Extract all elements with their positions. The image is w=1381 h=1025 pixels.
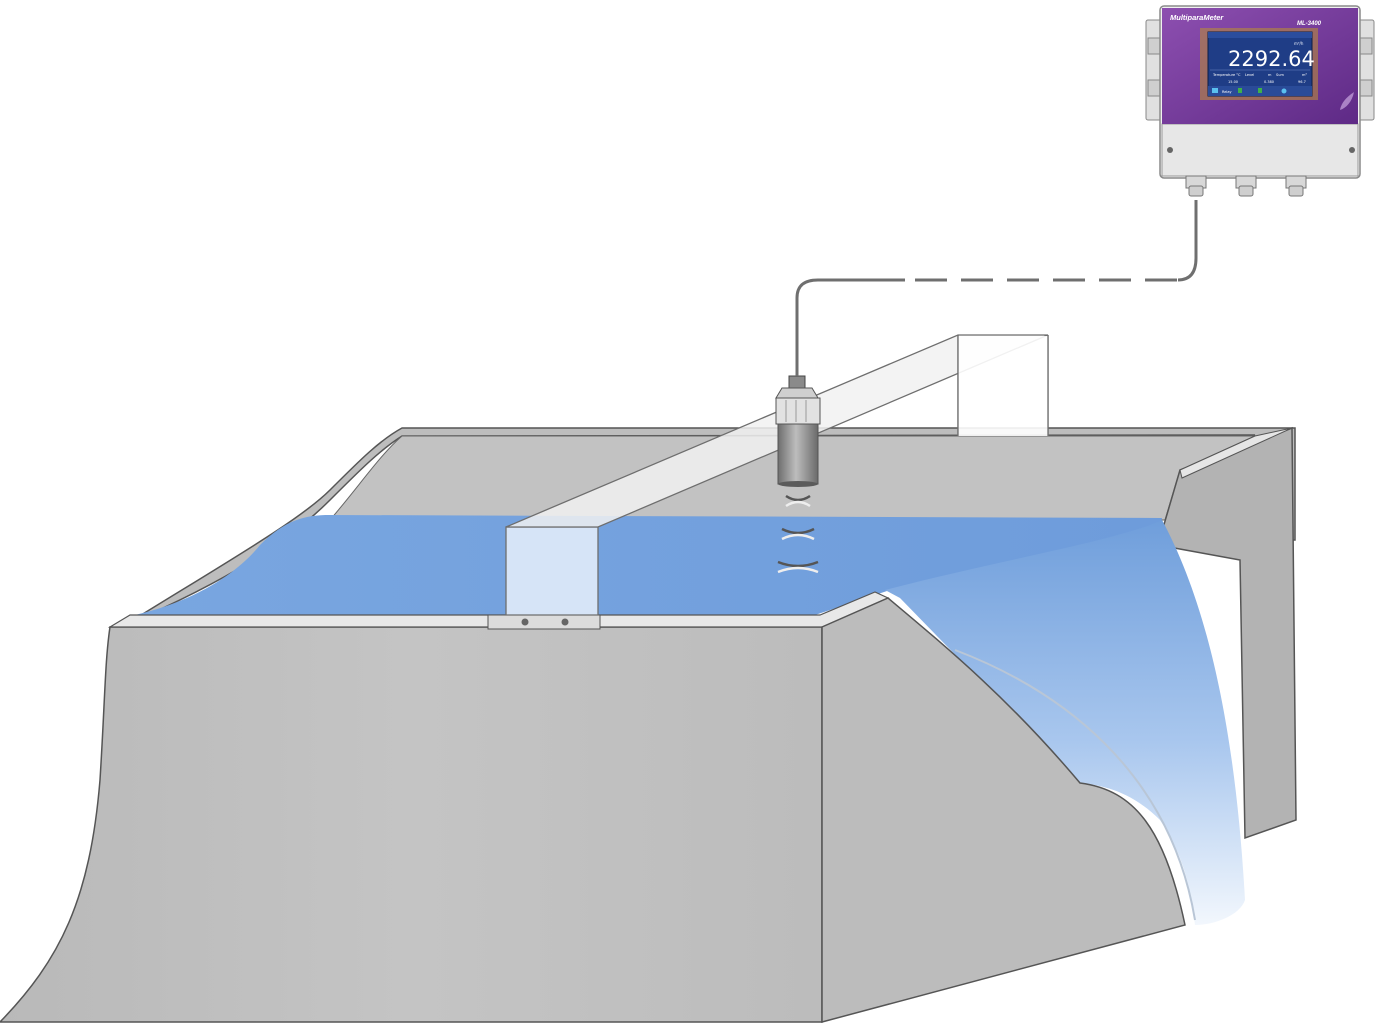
weir-front-face <box>0 626 823 1023</box>
screen-value-level: 0.380 <box>1264 80 1274 84</box>
sensor-nut <box>775 397 821 425</box>
signal-wave-arc <box>785 500 811 508</box>
bridge-right-leg-fill <box>958 336 1048 436</box>
meter-reading-unit: m³/h <box>1294 41 1304 46</box>
signal-cable <box>795 200 1198 376</box>
channel-right-rim-top <box>1179 427 1293 479</box>
signal-wave-arc <box>777 566 819 574</box>
screen-relay-label: Relay <box>1222 90 1232 94</box>
bolt <box>561 618 569 626</box>
ultrasonic-sensor <box>775 375 821 487</box>
water-nappe <box>885 520 1245 925</box>
cable-solid-segment <box>795 278 905 376</box>
signal-wave-arc <box>781 527 815 535</box>
nappe-inner-curve <box>954 649 1196 921</box>
signal-wave-arc <box>781 533 815 541</box>
screen-label-sum: Sum <box>1276 73 1284 77</box>
ultrasonic-signal-waves <box>777 494 819 574</box>
meter-screen <box>1207 31 1313 97</box>
screen-label-level: Level <box>1245 73 1254 77</box>
signal-wave-arc <box>785 494 811 502</box>
meter-brand: MultiparaMeter <box>1170 13 1224 22</box>
signal-wave-arc <box>777 560 819 568</box>
meter-model: ML-3400 <box>1297 21 1322 27</box>
flow-meter-transmitter: MultiparaMeter ML-3400 m³/h 2292.64 Temp… <box>1145 5 1375 197</box>
sensor-gland <box>788 375 806 389</box>
meter-lower-housing <box>1161 123 1359 177</box>
sensor-body <box>777 423 819 485</box>
weir-front <box>0 591 1186 1023</box>
water-surface <box>135 515 1162 615</box>
sensor-bridge <box>505 334 1049 616</box>
meter-reading-value: 2292.64 <box>1228 47 1315 71</box>
screen-value-sum: 96.7 <box>1298 80 1306 84</box>
cable-solid-segment-2 <box>1177 200 1198 282</box>
weir-crest-face <box>821 597 1186 1023</box>
screen-unit-level: m <box>1268 73 1272 77</box>
bridge-left-leg <box>505 526 599 616</box>
bolt <box>521 618 529 626</box>
screen-value-temperature: 15.00 <box>1228 80 1238 84</box>
sensor-cap <box>775 387 819 399</box>
screen-unit-sum: m³ <box>1302 73 1307 77</box>
bridge-base-plate <box>487 614 601 630</box>
cable-glands <box>1185 175 1307 197</box>
screen-label-temperature: Temperature °C <box>1212 73 1241 77</box>
